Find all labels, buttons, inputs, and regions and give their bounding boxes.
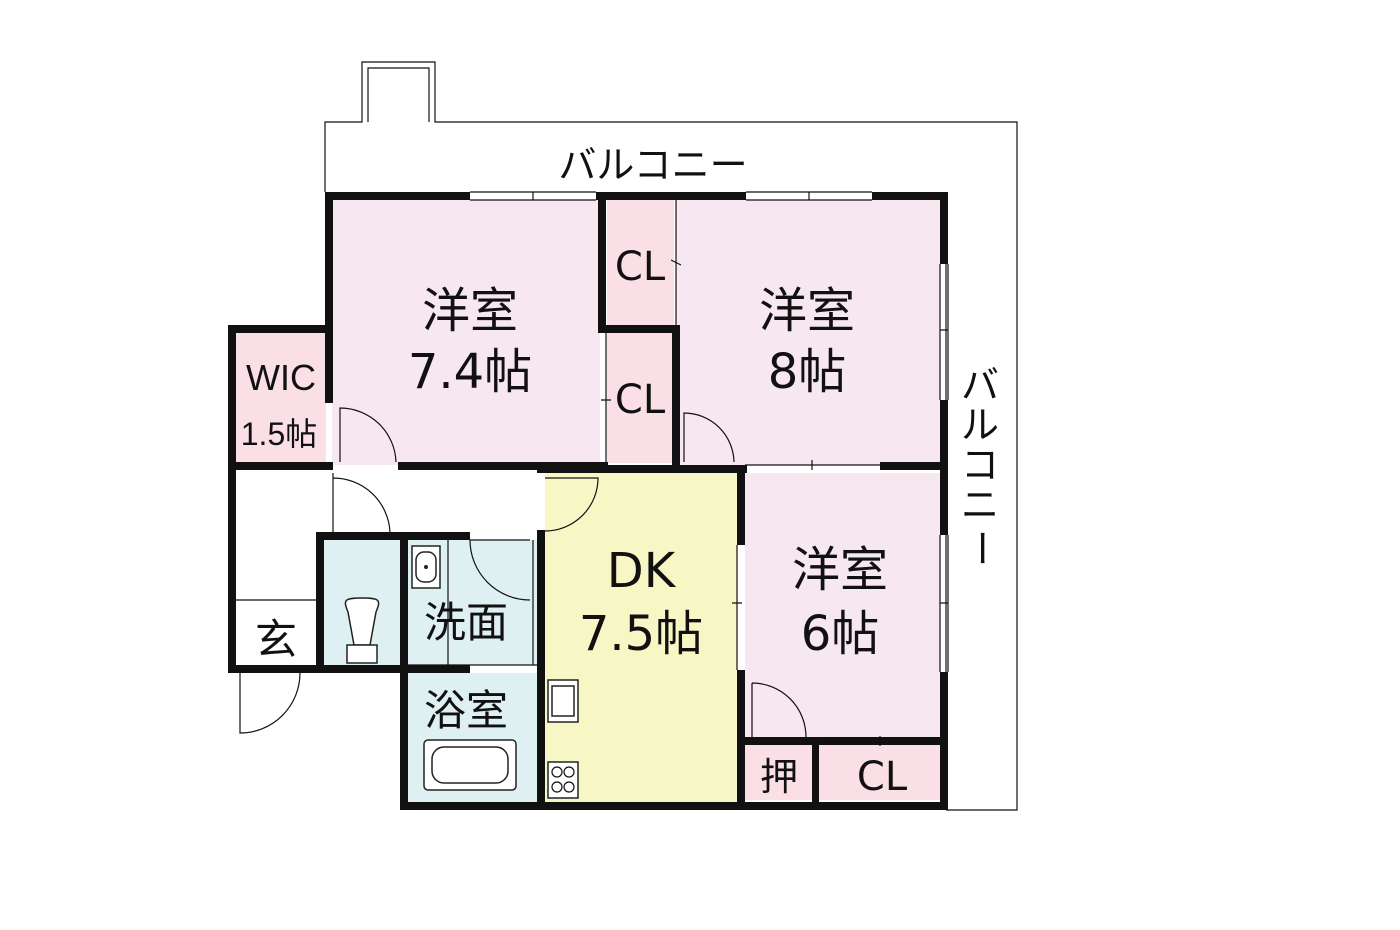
toilet-icon — [344, 597, 380, 664]
wic-size: 1.5帖 — [241, 416, 318, 452]
dk-name: DK — [607, 543, 677, 599]
closet-2-label: CL — [615, 377, 666, 423]
wic-floor — [236, 332, 326, 462]
walls — [228, 192, 948, 810]
western-room-b-name: 洋室 — [759, 283, 855, 339]
closet-2-floor — [607, 333, 674, 463]
balcony-right-char: バ — [961, 363, 999, 407]
closet-1-floor — [607, 200, 674, 325]
western-room-b-floor — [676, 200, 940, 465]
partitions — [236, 200, 940, 746]
closet-1-label: CL — [615, 244, 666, 290]
bathtub-icon — [423, 739, 517, 791]
balcony-right-char: ニ — [961, 483, 999, 527]
windows — [470, 191, 949, 672]
washroom-label: 洗面 — [424, 598, 508, 647]
fixtures — [344, 545, 579, 799]
balcony-top-label: バルコニー — [558, 143, 747, 187]
dk-size: 7.5帖 — [579, 606, 703, 662]
wic-name: WIC — [246, 357, 316, 398]
bathroom-label: 浴室 — [424, 686, 508, 735]
western-room-c-name: 洋室 — [792, 542, 888, 598]
western-room-c-size: 6帖 — [801, 606, 880, 662]
oshiire-floor — [745, 745, 813, 800]
kitchen-sink-icon — [547, 679, 579, 723]
western-room-a-name: 洋室 — [422, 283, 518, 339]
closet-3-floor — [818, 745, 940, 800]
door-swings — [239, 407, 807, 738]
oshiire-label: 押 — [760, 755, 798, 799]
western-room-a-size: 7.4帖 — [408, 344, 532, 400]
balcony-right-char: ー — [959, 529, 1003, 567]
balcony-right-char: ル — [961, 403, 999, 447]
entrance-floor — [236, 600, 316, 665]
closet-3-label: CL — [857, 754, 908, 800]
entrance-label: 玄 — [255, 615, 297, 664]
wash-basin-icon — [411, 545, 441, 589]
balcony-right-label: バ ル コ ニ ー — [959, 363, 1003, 567]
western-room-a-floor — [332, 200, 600, 465]
western-room-b-size: 8帖 — [768, 344, 847, 400]
western-room-c-floor — [745, 473, 940, 741]
stove-icon — [547, 761, 579, 799]
labels: バルコニー バ ル コ ニ ー 洋室 7.4帖 洋室 8帖 洋室 6帖 DK 7… — [241, 143, 1003, 800]
dk-floor — [545, 473, 737, 803]
balcony-right-char: コ — [961, 443, 999, 487]
